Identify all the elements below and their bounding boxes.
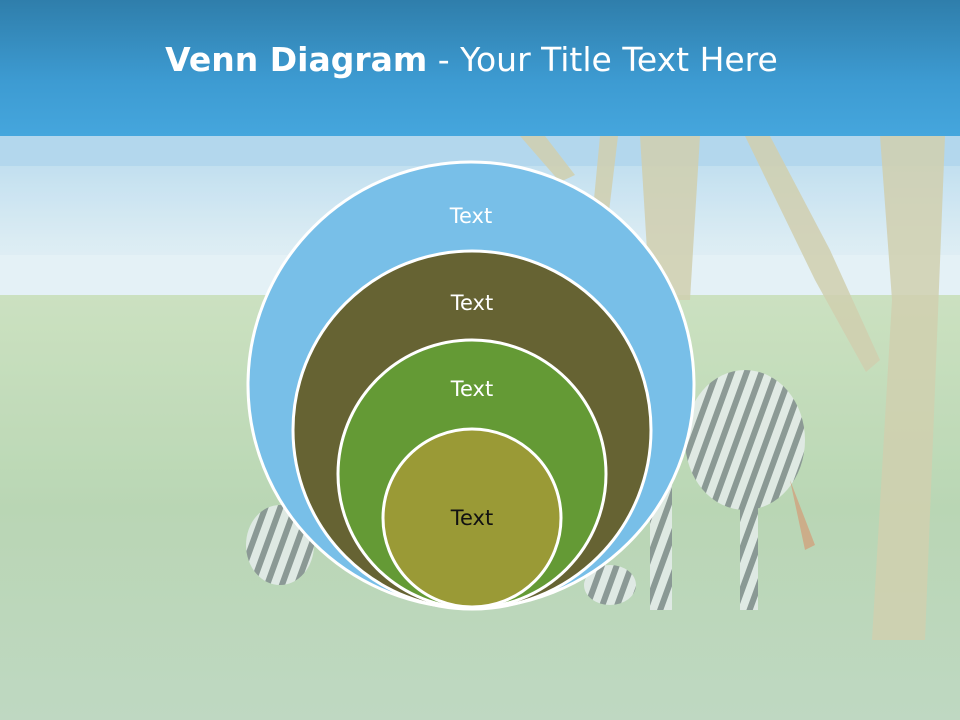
slide-title[interactable]: Venn Diagram - Your Title Text Here <box>0 40 943 79</box>
venn-circle-2-label[interactable]: Text <box>450 291 493 315</box>
title-bar: Venn Diagram - Your Title Text Here <box>0 0 960 136</box>
venn-circle-4-label[interactable]: Text <box>450 506 493 530</box>
venn-circle-3-label[interactable]: Text <box>450 377 493 401</box>
title-bold-part: Venn Diagram <box>165 40 428 79</box>
title-regular-part: - Your Title Text Here <box>427 40 778 79</box>
zebras <box>246 370 815 610</box>
venn-circle-1-label[interactable]: Text <box>449 204 492 228</box>
venn-circle-4[interactable] <box>381 427 563 609</box>
